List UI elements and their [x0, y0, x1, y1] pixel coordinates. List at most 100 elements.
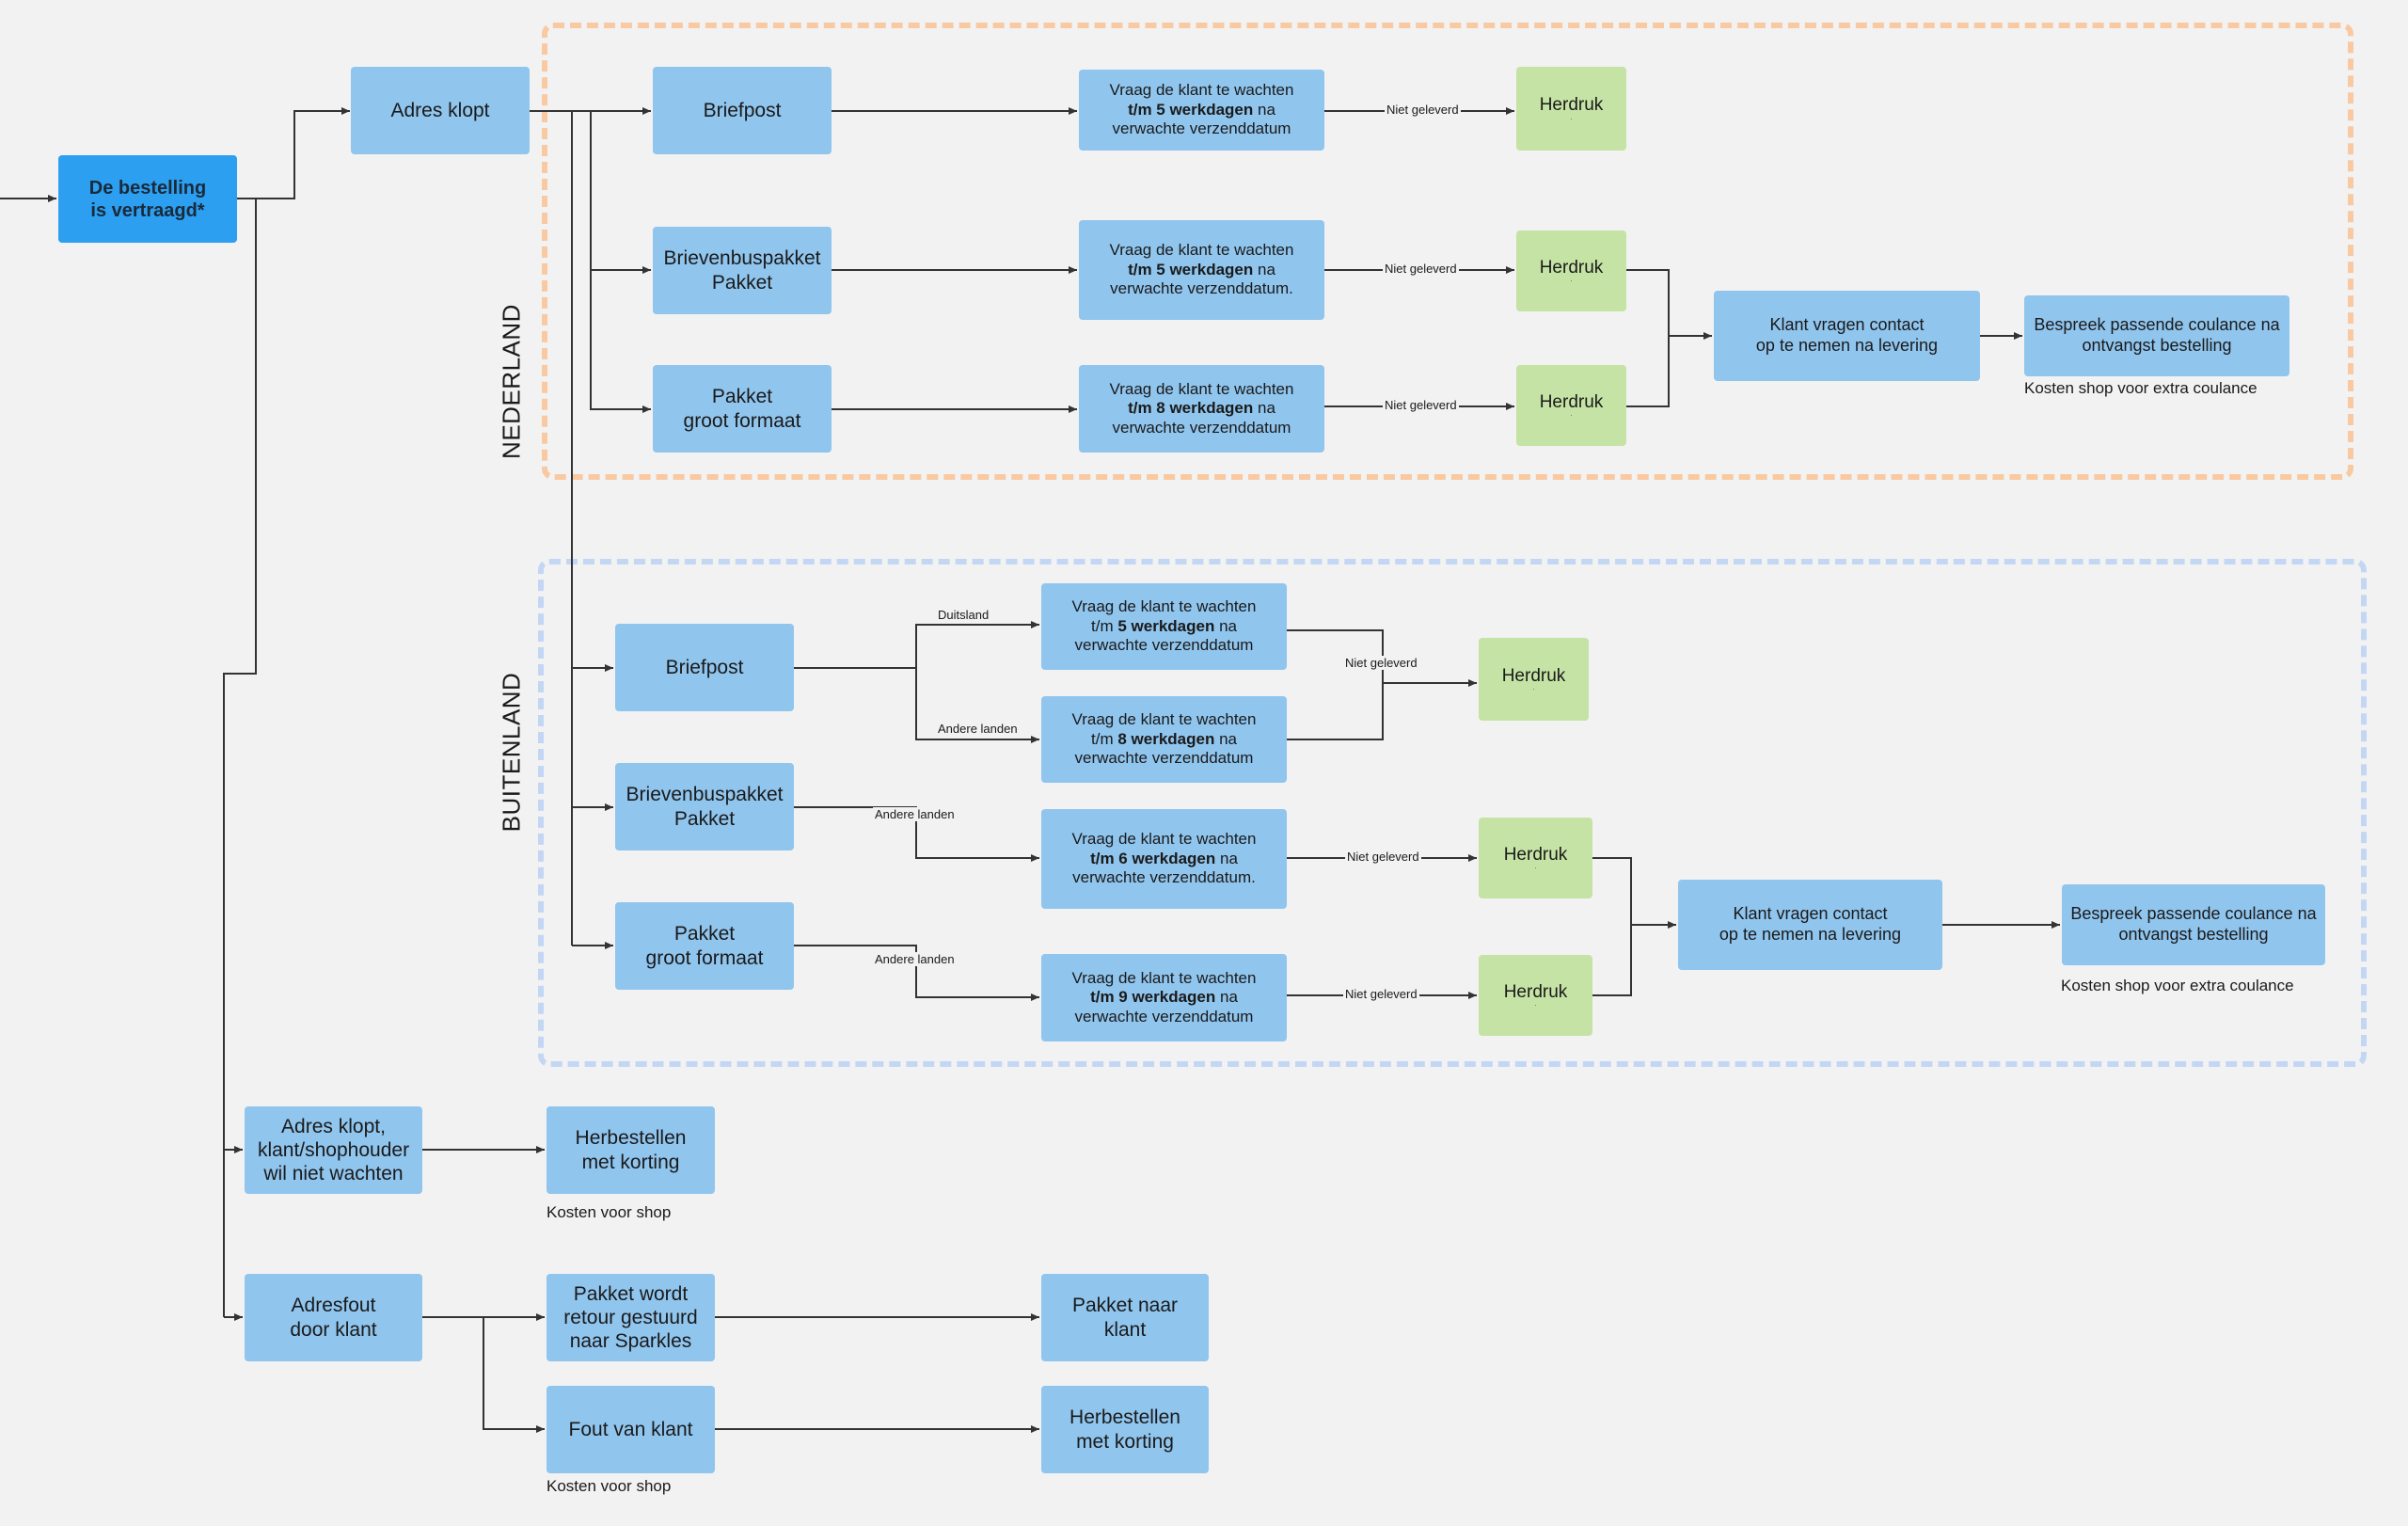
- node-bl-herdruk-3[interactable]: Herdruk·: [1479, 955, 1592, 1036]
- node-text-line: op te nemen na levering: [1719, 925, 1902, 944]
- node-text-line: Briefpost: [703, 99, 782, 121]
- group-buitenland: [538, 559, 2367, 1067]
- node-text-line: Vraag de klant te wachten: [1109, 241, 1294, 260]
- node-nl-briefpost[interactable]: Briefpost: [653, 67, 832, 154]
- node-text-bold: t/m 8 werkdagen: [1128, 399, 1254, 418]
- node-text-line: retour gestuurd: [563, 1306, 698, 1328]
- note-bl-kosten-extra-coulance: Kosten shop voor extra coulance: [2061, 977, 2294, 994]
- node-text-bold: 5 werkdagen: [1117, 616, 1215, 635]
- dot-marker: ·: [1570, 411, 1573, 421]
- node-text-line: Herbestellen: [1069, 1407, 1180, 1429]
- note-nl-kosten-extra-coulance: Kosten shop voor extra coulance: [2024, 379, 2258, 397]
- node-text-bold: t/m 9 werkdagen: [1090, 988, 1216, 1007]
- dot-marker: ·: [1570, 114, 1573, 123]
- node-text-line: Herdruk: [1503, 981, 1568, 1002]
- node-text-line: klant/shophouder: [257, 1138, 410, 1161]
- node-text-line: Herdruk: [1539, 257, 1604, 278]
- node-text-line: Pakket: [673, 807, 736, 830]
- node-text-line: Pakket: [673, 923, 736, 946]
- node-text-bold: 8 werkdagen: [1117, 729, 1215, 748]
- dot-marker: ·: [1532, 685, 1535, 694]
- edge-label-niet-geleverd: Niet geleverd: [1385, 103, 1461, 117]
- node-text-line: ontvangst bestelling: [2118, 925, 2269, 944]
- node-nl-herdruk-1[interactable]: Herdruk·: [1516, 67, 1626, 151]
- edge-label-andere-landen: Andere landen: [873, 807, 957, 821]
- node-nl-herdruk-2[interactable]: Herdruk·: [1516, 230, 1626, 311]
- node-text-line: Adres klopt,: [281, 1115, 386, 1137]
- group-nederland: [542, 23, 2353, 480]
- note-kosten-voor-shop-1: Kosten voor shop: [547, 1203, 672, 1221]
- node-text-line: verwachte verzenddatum.: [1110, 279, 1293, 298]
- node-text-line: Brievenbuspakket: [663, 247, 821, 270]
- node-text-bold: t/m 6 werkdagen: [1090, 849, 1216, 867]
- node-text-line: Briefpost: [665, 656, 744, 678]
- edge-label-niet-geleverd: Niet geleverd: [1383, 398, 1459, 412]
- node-adres-klopt[interactable]: Adres klopt: [351, 67, 530, 154]
- node-text-line: t/m 8 werkdagen na: [1091, 729, 1237, 748]
- node-bl-briefpost[interactable]: Briefpost: [615, 624, 794, 711]
- node-text-line: met korting: [1076, 1430, 1174, 1453]
- edge-label-andere-landen: Andere landen: [936, 722, 1020, 736]
- node-text-line: Pakket wordt: [573, 1282, 689, 1305]
- node-text-line: De bestelling: [88, 177, 207, 199]
- node-text-line: t/m 8 werkdagen na: [1128, 399, 1275, 418]
- node-bl-herdruk-1[interactable]: Herdruk·: [1479, 638, 1589, 721]
- dot-marker: ·: [1534, 864, 1537, 873]
- node-text-line: Vraag de klant te wachten: [1071, 710, 1257, 729]
- node-text-line: verwachte verzenddatum: [1074, 1007, 1254, 1025]
- node-fout-van-klant[interactable]: Fout van klant: [547, 1386, 715, 1473]
- node-text-line: Vraag de klant te wachten: [1109, 379, 1294, 398]
- node-text-line: op te nemen na levering: [1755, 336, 1939, 355]
- node-text-line: t/m 5 werkdagen na: [1128, 100, 1275, 119]
- node-text-line: t/m 5 werkdagen na: [1091, 616, 1237, 635]
- node-text-bold: t/m 5 werkdagen: [1128, 100, 1254, 119]
- node-text-line: t/m 9 werkdagen na: [1090, 988, 1238, 1007]
- node-text-line: Klant vragen contact: [1733, 904, 1888, 924]
- node-text-line: ontvangst bestelling: [2082, 336, 2232, 355]
- node-text-bold: t/m 5 werkdagen: [1128, 260, 1254, 278]
- note-kosten-voor-shop-2: Kosten voor shop: [547, 1477, 672, 1495]
- node-text-line: Herdruk: [1539, 391, 1604, 412]
- edge-label-niet-geleverd: Niet geleverd: [1343, 987, 1419, 1001]
- edge-label-duitsland: Duitsland: [936, 608, 991, 622]
- node-text-line: is vertraagd*: [90, 199, 205, 221]
- node-text-line: door klant: [290, 1318, 377, 1341]
- node-text-line: verwachte verzenddatum: [1112, 418, 1291, 437]
- dot-marker: ·: [1570, 277, 1573, 286]
- edge-label-niet-geleverd: Niet geleverd: [1383, 262, 1459, 276]
- node-text-line: verwachte verzenddatum: [1074, 749, 1254, 768]
- node-text-line: groot formaat: [645, 946, 764, 969]
- node-text-line: Herdruk: [1539, 95, 1604, 116]
- node-text-line: Vraag de klant te wachten: [1071, 597, 1257, 616]
- node-text-line: Brievenbuspakket: [626, 784, 784, 806]
- node-text-line: Bespreek passende coulance na: [2070, 904, 2317, 924]
- node-bl-herdruk-2[interactable]: Herdruk·: [1479, 818, 1592, 898]
- node-text-line: verwachte verzenddatum.: [1072, 868, 1256, 887]
- node-nl-herdruk-3[interactable]: Herdruk·: [1516, 365, 1626, 446]
- node-text-line: naar Sparkles: [569, 1330, 692, 1353]
- node-text-line: t/m 5 werkdagen na: [1128, 260, 1275, 278]
